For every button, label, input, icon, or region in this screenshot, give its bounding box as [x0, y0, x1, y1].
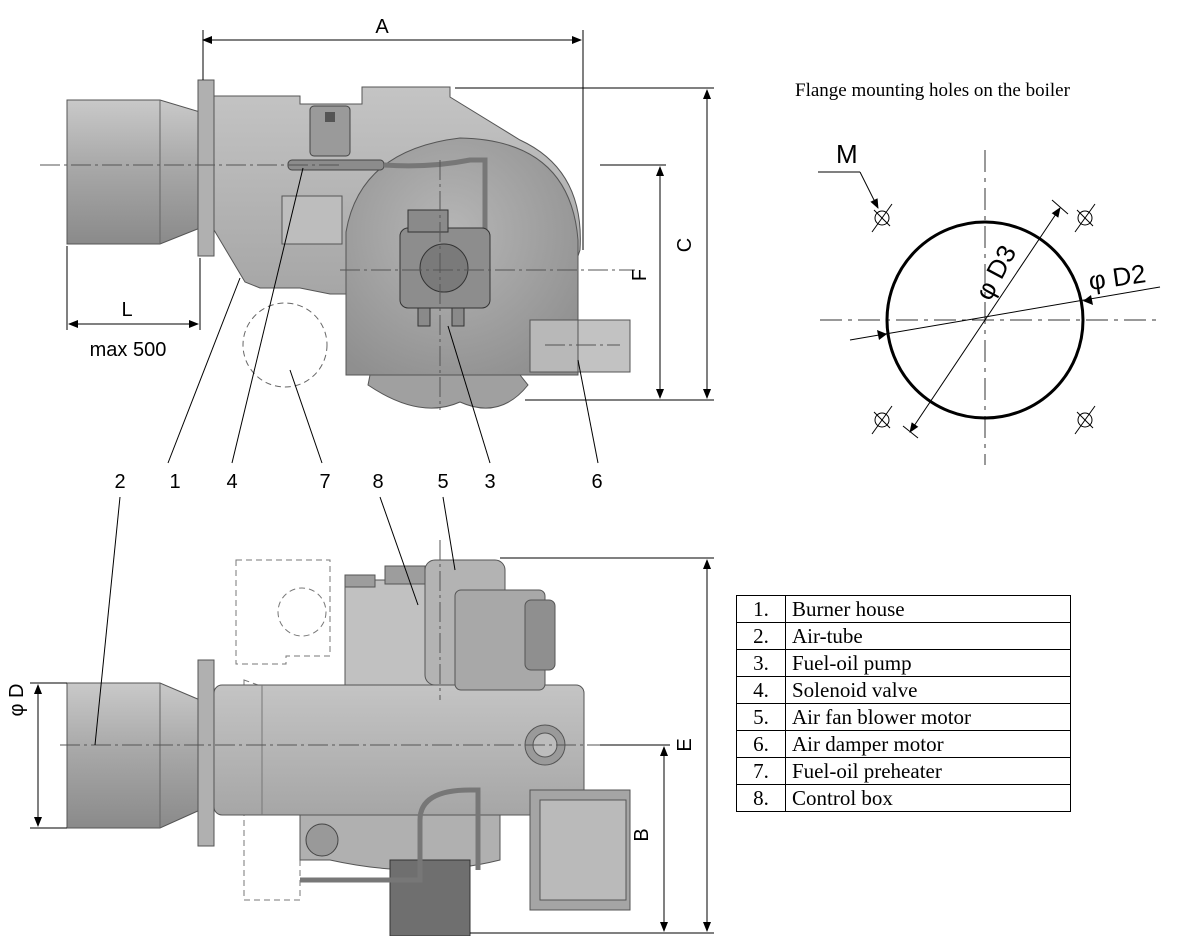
bolt-hole [1074, 405, 1096, 435]
flange-plate-top [197, 79, 215, 257]
callout-4: 4 [226, 471, 237, 493]
legend-number: 4. [736, 676, 786, 704]
bolt-hole [1074, 203, 1096, 233]
legend-row: 8.Control box [736, 784, 1071, 812]
callout-7: 7 [319, 471, 330, 493]
callout-numbers: 2 1 4 7 8 5 3 6 [114, 471, 602, 493]
legend-name: Fuel-oil pump [785, 649, 1071, 677]
legend-number: 3. [736, 649, 786, 677]
dim-d-label: φ D [6, 684, 28, 717]
solenoid-valve-top [309, 105, 351, 157]
legend-row: 7.Fuel-oil preheater [736, 757, 1071, 785]
legend-name: Fuel-oil preheater [785, 757, 1071, 785]
dim-f-label: F [629, 269, 651, 281]
legend-row: 2.Air-tube [736, 622, 1071, 650]
legend-name: Burner house [785, 595, 1071, 623]
dim-a-label: A [375, 16, 389, 38]
legend-number: 1. [736, 595, 786, 623]
flange-title: Flange mounting holes on the boiler [795, 80, 1070, 101]
dim-e-label: E [674, 738, 696, 751]
plan-view: φ D E B [6, 496, 714, 936]
preheater-outline [242, 302, 328, 388]
flange-plate-plan [197, 659, 215, 847]
dim-b-label: B [631, 828, 653, 841]
air-tube-top [66, 99, 201, 245]
legend-row: 6.Air damper motor [736, 730, 1071, 758]
callout-8: 8 [372, 471, 383, 493]
legend-row: 1.Burner house [736, 595, 1071, 623]
legend-name: Air-tube [785, 622, 1071, 650]
flange-label-m: M [836, 139, 858, 169]
legend-number: 6. [736, 730, 786, 758]
pump-plan [389, 859, 471, 936]
callout-1: 1 [169, 471, 180, 493]
legend-row: 5.Air fan blower motor [736, 703, 1071, 731]
legend-name: Control box [785, 784, 1071, 812]
callout-6: 6 [591, 471, 602, 493]
legend-number: 5. [736, 703, 786, 731]
legend-name: Air damper motor [785, 730, 1071, 758]
flange-detail: M φ D3 φ D2 [815, 115, 1187, 475]
legend-row: 4.Solenoid valve [736, 676, 1071, 704]
dim-l-label: L [121, 299, 132, 321]
bolt-hole [871, 203, 893, 233]
dim-l-note: max 500 [90, 339, 167, 361]
air-tube-plan [66, 682, 201, 829]
legend-number: 7. [736, 757, 786, 785]
bolt-hole [871, 405, 893, 435]
legend-number: 8. [736, 784, 786, 812]
legend-name: Solenoid valve [785, 676, 1071, 704]
callout-2: 2 [114, 471, 125, 493]
callout-5: 5 [437, 471, 448, 493]
legend-name: Air fan blower motor [785, 703, 1071, 731]
callout-3: 3 [484, 471, 495, 493]
legend-row: 3.Fuel-oil pump [736, 649, 1071, 677]
dim-c-label: C [674, 238, 696, 252]
side-view: A C F L max 500 [40, 16, 714, 464]
legend-number: 2. [736, 622, 786, 650]
